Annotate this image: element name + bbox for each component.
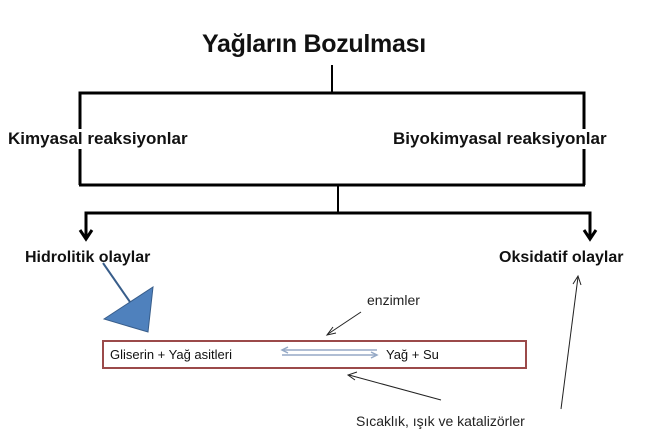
oxidative-arrowhead-icon xyxy=(572,274,582,286)
equation-box: Gliserin + Yağ asitleri Yağ + Su xyxy=(102,340,527,369)
blue-arrow-shaft xyxy=(102,262,131,303)
blue-triangle-arrowhead-icon xyxy=(102,286,154,333)
equation-left-side: Gliserin + Yağ asitleri xyxy=(110,347,232,362)
factors-arrow-to-equation xyxy=(348,374,442,401)
outcome-hydrolytic: Hidrolitik olaylar xyxy=(25,249,151,266)
annotation-factors: Sıcaklık, ışık ve katalizörler xyxy=(356,413,525,429)
arrow-down-right-icon xyxy=(582,229,598,242)
diagram-title: Yağların Bozulması xyxy=(202,30,426,58)
reversible-arrow-icon xyxy=(280,346,379,359)
enzymes-arrow xyxy=(327,311,362,335)
factors-arrow-to-oxidative xyxy=(560,276,579,410)
category-chemical: Kimyasal reaksiyonlar xyxy=(6,129,190,149)
enzymes-arrowhead-icon xyxy=(325,326,337,336)
outcome-oxidative: Oksidatif olaylar xyxy=(499,249,624,266)
annotation-enzymes: enzimler xyxy=(367,292,420,308)
factors-arrowhead-icon xyxy=(346,371,358,381)
equation-right-side: Yağ + Su xyxy=(386,347,439,362)
lower-split-line xyxy=(84,211,592,238)
category-biochemical: Biyokimyasal reaksiyonlar xyxy=(391,129,609,149)
arrow-down-left-icon xyxy=(78,229,94,242)
